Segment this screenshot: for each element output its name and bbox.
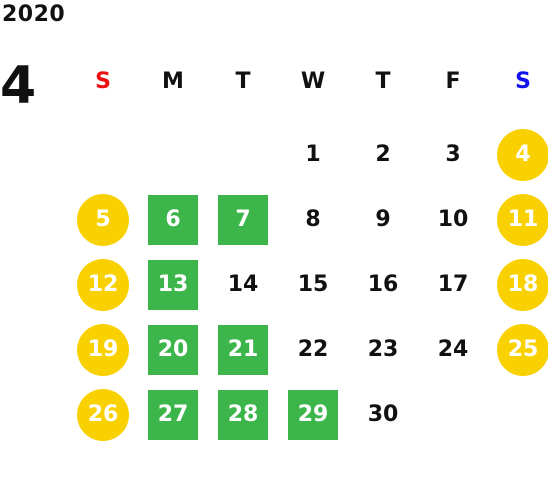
day-number: 10 [437,207,469,232]
day-cell[interactable]: 21 [208,317,278,382]
day-cell[interactable]: 27 [138,382,208,447]
day-cell[interactable]: 1 [278,122,348,187]
day-cell[interactable]: 10 [418,187,488,252]
day-number: 13 [148,259,198,310]
day-number: 19 [77,323,129,376]
day-cell[interactable]: 3 [418,122,488,187]
weekday-label: F [445,68,461,94]
day-number: 16 [367,272,399,297]
day-number: 26 [77,388,129,441]
day-number: 30 [367,402,399,427]
day-number: 28 [218,389,268,440]
day-number: 27 [148,389,198,440]
day-number: 21 [218,324,268,375]
day-cell[interactable]: 12 [68,252,138,317]
day-number: 29 [288,389,338,440]
day-number: 7 [218,194,268,245]
weekday-label: S [95,68,111,94]
day-cell[interactable]: 23 [348,317,418,382]
day-number: 25 [497,323,548,376]
day-cell[interactable]: 29 [278,382,348,447]
day-number: 15 [297,272,329,297]
day-number: 12 [77,258,129,311]
empty-day-cell [208,122,278,187]
day-cell[interactable]: 30 [348,382,418,447]
weekday-label: T [375,68,391,94]
day-number: 9 [375,207,391,232]
day-number: 3 [445,142,461,167]
weekday-label: M [162,68,184,94]
day-number: 5 [77,193,129,246]
day-cell[interactable]: 6 [138,187,208,252]
day-number: 20 [148,324,198,375]
day-cell[interactable]: 22 [278,317,348,382]
day-cell[interactable]: 8 [278,187,348,252]
weekday-label: S [515,68,531,94]
day-cell[interactable]: 16 [348,252,418,317]
weekday-label: W [300,68,326,94]
day-number: 4 [497,128,548,181]
month-label: 4 [0,56,37,116]
day-cell[interactable]: 25 [488,317,548,382]
day-number: 18 [497,258,548,311]
day-cell[interactable]: 20 [138,317,208,382]
day-number: 23 [367,337,399,362]
day-cell[interactable]: 17 [418,252,488,317]
day-number: 22 [297,337,329,362]
day-cell[interactable]: 11 [488,187,548,252]
day-cell[interactable]: 9 [348,187,418,252]
day-number: 11 [497,193,548,246]
day-cell[interactable]: 28 [208,382,278,447]
year-label: 2020 [2,2,66,27]
day-cell[interactable]: 14 [208,252,278,317]
day-number: 17 [437,272,469,297]
empty-day-cell [68,122,138,187]
day-cell[interactable]: 5 [68,187,138,252]
day-number: 6 [148,194,198,245]
day-cell[interactable]: 18 [488,252,548,317]
empty-day-cell [138,122,208,187]
day-cell[interactable]: 15 [278,252,348,317]
day-cell[interactable]: 7 [208,187,278,252]
day-number: 2 [375,142,391,167]
day-cell[interactable]: 19 [68,317,138,382]
day-number: 8 [305,207,321,232]
day-cell[interactable]: 24 [418,317,488,382]
day-cell[interactable]: 4 [488,122,548,187]
day-cell[interactable]: 13 [138,252,208,317]
weekday-label: T [235,68,251,94]
day-number: 14 [227,272,259,297]
day-cell[interactable]: 26 [68,382,138,447]
day-cell[interactable]: 2 [348,122,418,187]
day-number: 24 [437,337,469,362]
day-number: 1 [305,142,321,167]
